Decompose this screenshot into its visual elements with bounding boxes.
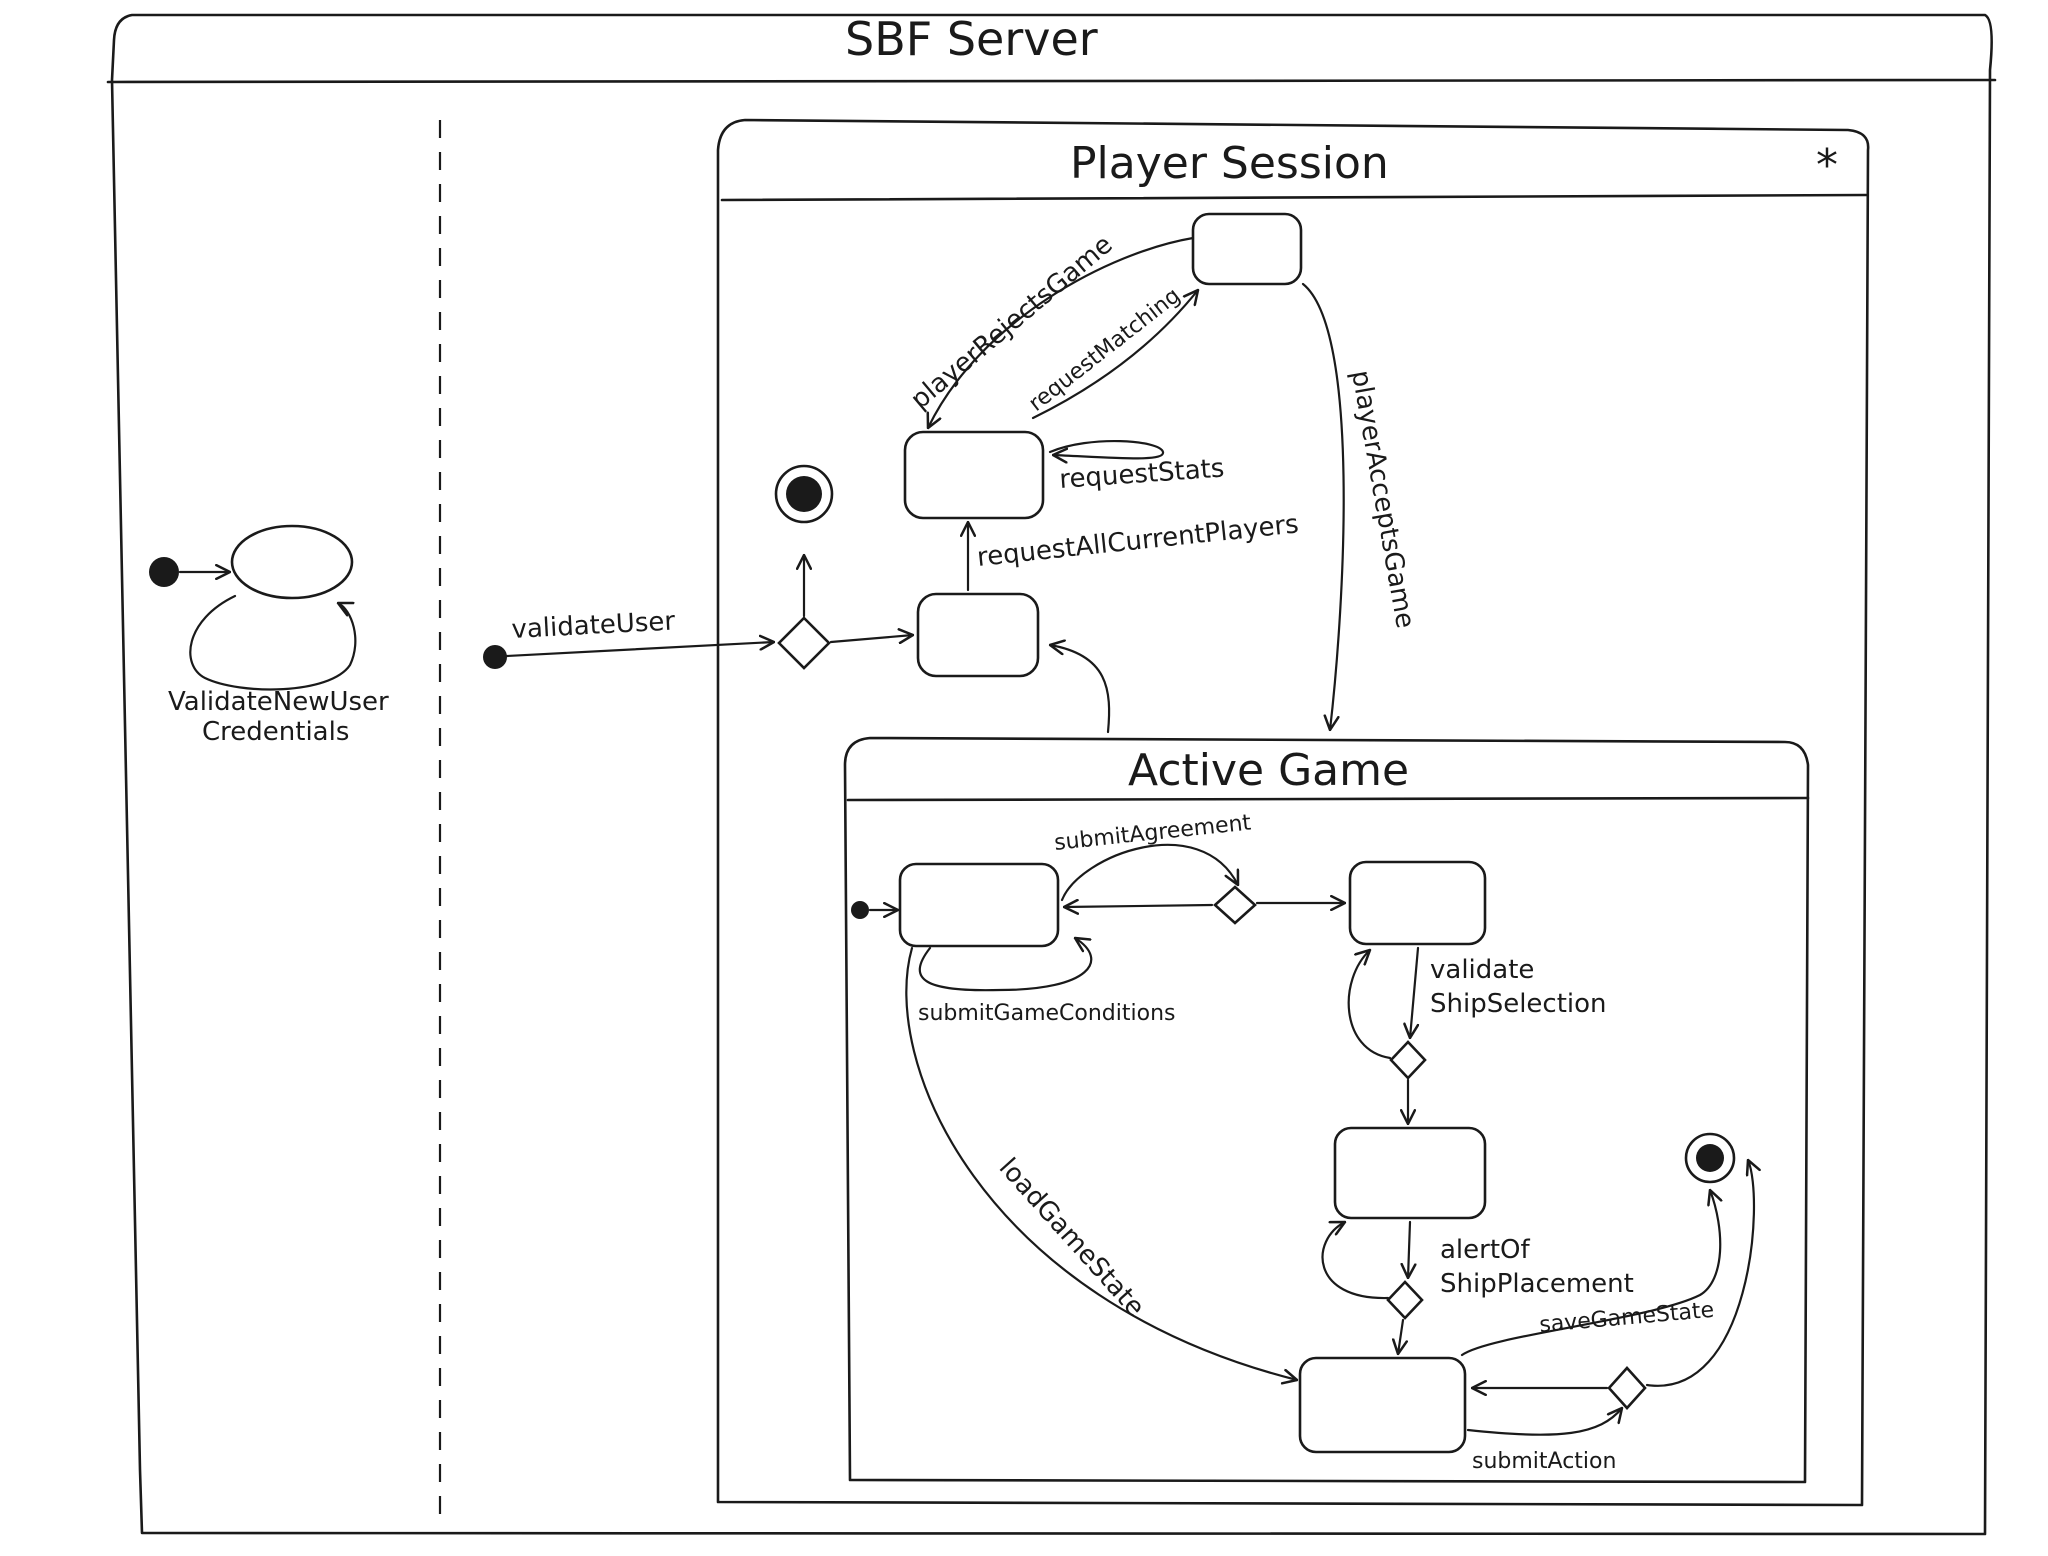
request-stats-loop <box>1048 440 1165 458</box>
submit-game-conditions-loop <box>918 938 1093 992</box>
agreement-decision-diamond <box>1213 885 1257 925</box>
validate-user-label: validateUser <box>511 606 676 645</box>
decision-to-lobby-arrow <box>829 635 913 642</box>
ship-placement-state <box>1333 1126 1487 1220</box>
server-title: SBF Server <box>845 12 1098 66</box>
player-accepts-label: playerAcceptsGame <box>1345 368 1420 631</box>
validate-user-transition: validateUser <box>483 606 774 669</box>
validate-ship-selection-arrow <box>1410 946 1418 1038</box>
game-final-node-core <box>1696 1144 1724 1172</box>
player-rejects-arrow <box>928 236 1195 428</box>
session-decision-diamond <box>777 616 831 670</box>
submit-game-conditions-label: submitGameConditions <box>918 1001 1175 1026</box>
session-final-node-core <box>786 476 822 512</box>
validate-credentials-self-loop <box>189 594 357 691</box>
active-game-frame: Active Game <box>843 736 1810 1484</box>
submit-agreement-arrow <box>1060 843 1238 902</box>
player-session-frame: Player Session * <box>716 118 1870 1507</box>
placement-retry-arrow <box>1321 1222 1390 1300</box>
player-accepts-arrow <box>1301 282 1345 730</box>
sbf-server-frame: SBF Server <box>106 12 1997 1536</box>
load-game-state-label: loadGameState <box>993 1153 1150 1323</box>
left-initial-node <box>149 557 179 587</box>
alert-label-1: alertOf <box>1440 1235 1531 1265</box>
submit-action-label: submitAction <box>1472 1449 1616 1474</box>
active-game-header-divider <box>846 796 1810 802</box>
validate-user-arrow <box>505 642 774 658</box>
request-matching-arrow <box>1031 290 1198 420</box>
validate-credentials-region: ValidateNewUser Credentials <box>149 524 389 747</box>
load-game-state-arrow <box>905 946 1297 1380</box>
save-game-state-arrow <box>1460 1190 1720 1357</box>
active-game-exit-arrow <box>1050 645 1111 734</box>
game-over-arrow <box>1645 1160 1754 1387</box>
selection-decision-diamond <box>1389 1040 1427 1080</box>
validate-label-1: validate <box>1430 955 1534 985</box>
active-game-title: Active Game <box>1128 745 1409 796</box>
in-play-state <box>1298 1356 1467 1454</box>
selection-retry-arrow <box>1347 950 1392 1060</box>
save-game-state-label: saveGameState <box>1538 1298 1715 1338</box>
setup-state <box>898 862 1060 948</box>
validate-credentials-label-2: Credentials <box>202 717 349 747</box>
alert-label-2: ShipPlacement <box>1440 1269 1634 1299</box>
session-initial-node <box>483 645 507 669</box>
lobby-state <box>916 592 1040 678</box>
agreement-reject-arrow <box>1064 905 1214 907</box>
submit-agreement-label: submitAgreement <box>1053 810 1253 856</box>
server-header-divider <box>106 78 1997 84</box>
request-stats-label: requestStats <box>1058 454 1225 495</box>
player-session-title: Player Session <box>1070 138 1389 189</box>
player-list-state <box>903 430 1045 520</box>
alert-placement-arrow <box>1408 1220 1410 1278</box>
submit-action-arrow <box>1466 1408 1622 1436</box>
action-decision-diamond <box>1607 1366 1647 1410</box>
validate-credentials-label-1: ValidateNewUser <box>168 687 389 717</box>
placement-decision-diamond <box>1386 1280 1424 1320</box>
placement-to-play-arrow <box>1398 1318 1403 1354</box>
ship-selection-state <box>1348 860 1487 946</box>
player-session-header-divider <box>720 193 1868 202</box>
validate-credentials-state <box>230 524 354 600</box>
game-initial-node <box>851 901 869 919</box>
validate-label-2: ShipSelection <box>1430 989 1607 1019</box>
matching-state <box>1191 212 1303 286</box>
concurrency-marker: * <box>1816 140 1838 191</box>
